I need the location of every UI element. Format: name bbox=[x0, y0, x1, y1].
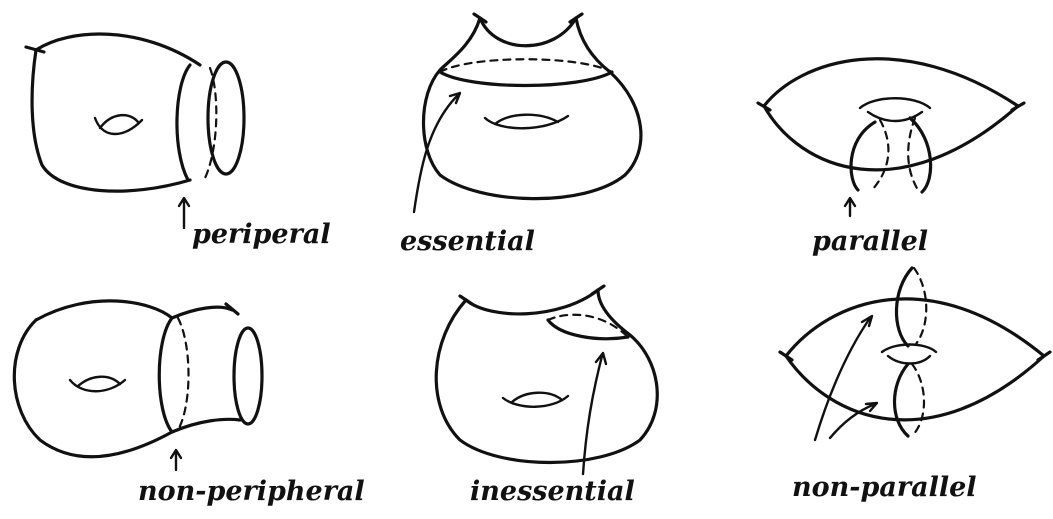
non-parallel-label: non-parallel bbox=[792, 472, 977, 503]
surface-inessential bbox=[436, 286, 657, 463]
inessential-label: inessential bbox=[470, 476, 635, 507]
parallel-arrow bbox=[845, 198, 855, 216]
non-parallel-arrows bbox=[815, 316, 877, 440]
essential-arrow bbox=[414, 93, 460, 212]
surface-non-parallel bbox=[780, 268, 1050, 436]
surface-essential bbox=[424, 14, 641, 199]
non-peripheral-label: non-peripheral bbox=[138, 476, 365, 507]
surface-peripheral bbox=[26, 34, 244, 191]
non-peripheral-arrow bbox=[171, 450, 181, 470]
surface-parallel bbox=[758, 59, 1024, 192]
surface-non-peripheral bbox=[14, 301, 262, 457]
parallel-label: parallel bbox=[812, 226, 928, 257]
essential-label: essential bbox=[400, 226, 535, 257]
peripheral-label: periperal bbox=[192, 219, 331, 250]
peripheral-arrow bbox=[179, 198, 189, 228]
